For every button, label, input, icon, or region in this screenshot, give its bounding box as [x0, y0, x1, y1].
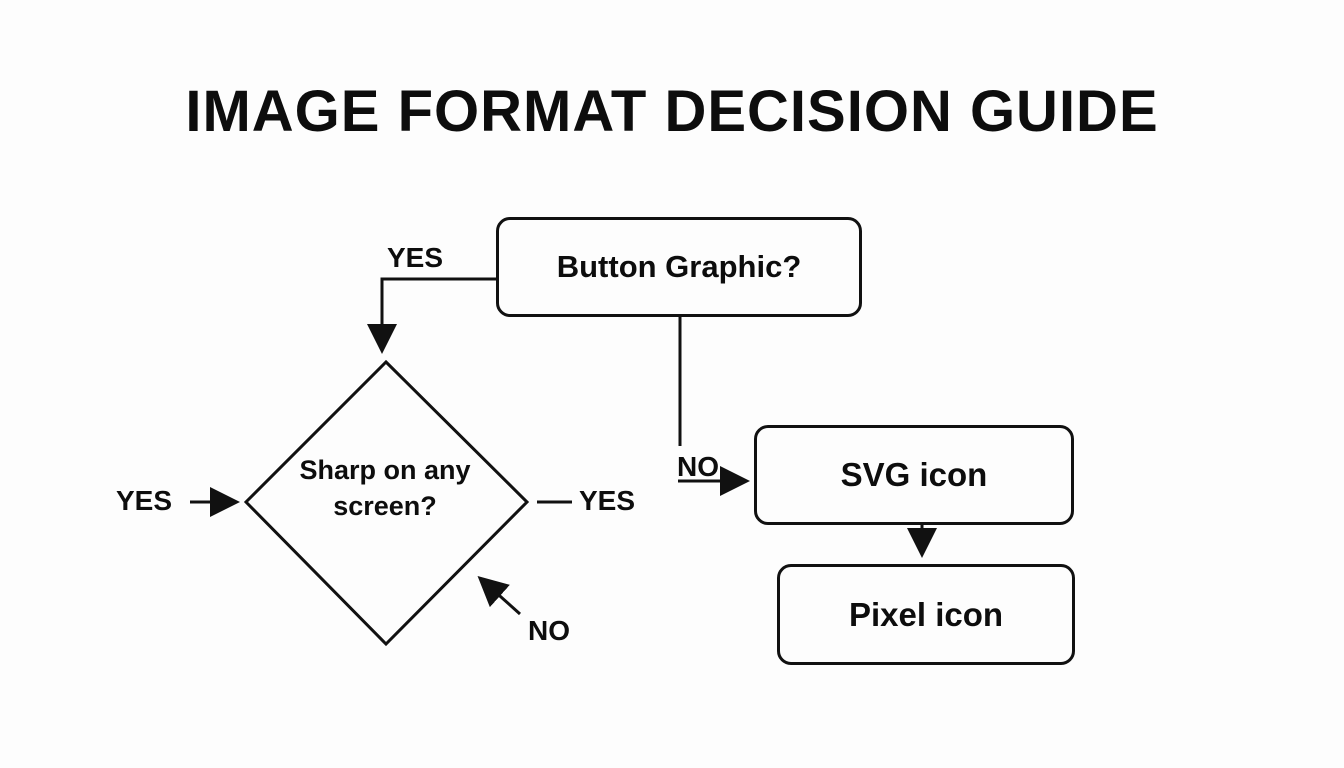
edge-label-diamond-no: NO: [528, 615, 570, 646]
node-svg-icon-label: SVG icon: [840, 456, 988, 493]
edge-label-top-yes: YES: [387, 242, 444, 273]
node-button-graphic: Button Graphic?: [496, 217, 862, 317]
edge-label-left-yes: YES: [116, 485, 173, 516]
node-pixel-icon: Pixel icon: [777, 564, 1075, 665]
page-title: IMAGE FORMAT DECISION GUIDE: [185, 79, 1159, 144]
node-sharp-on-any-screen: Sharp on any screen?: [299, 455, 471, 521]
node-button-graphic-label: Button Graphic?: [556, 249, 802, 284]
edge-label-right-yes: YES: [579, 485, 636, 516]
node-pixel-icon-label: Pixel icon: [848, 595, 1004, 633]
node-svg-icon: SVG icon: [754, 425, 1074, 525]
edge-label-svg-no: NO: [677, 451, 719, 482]
